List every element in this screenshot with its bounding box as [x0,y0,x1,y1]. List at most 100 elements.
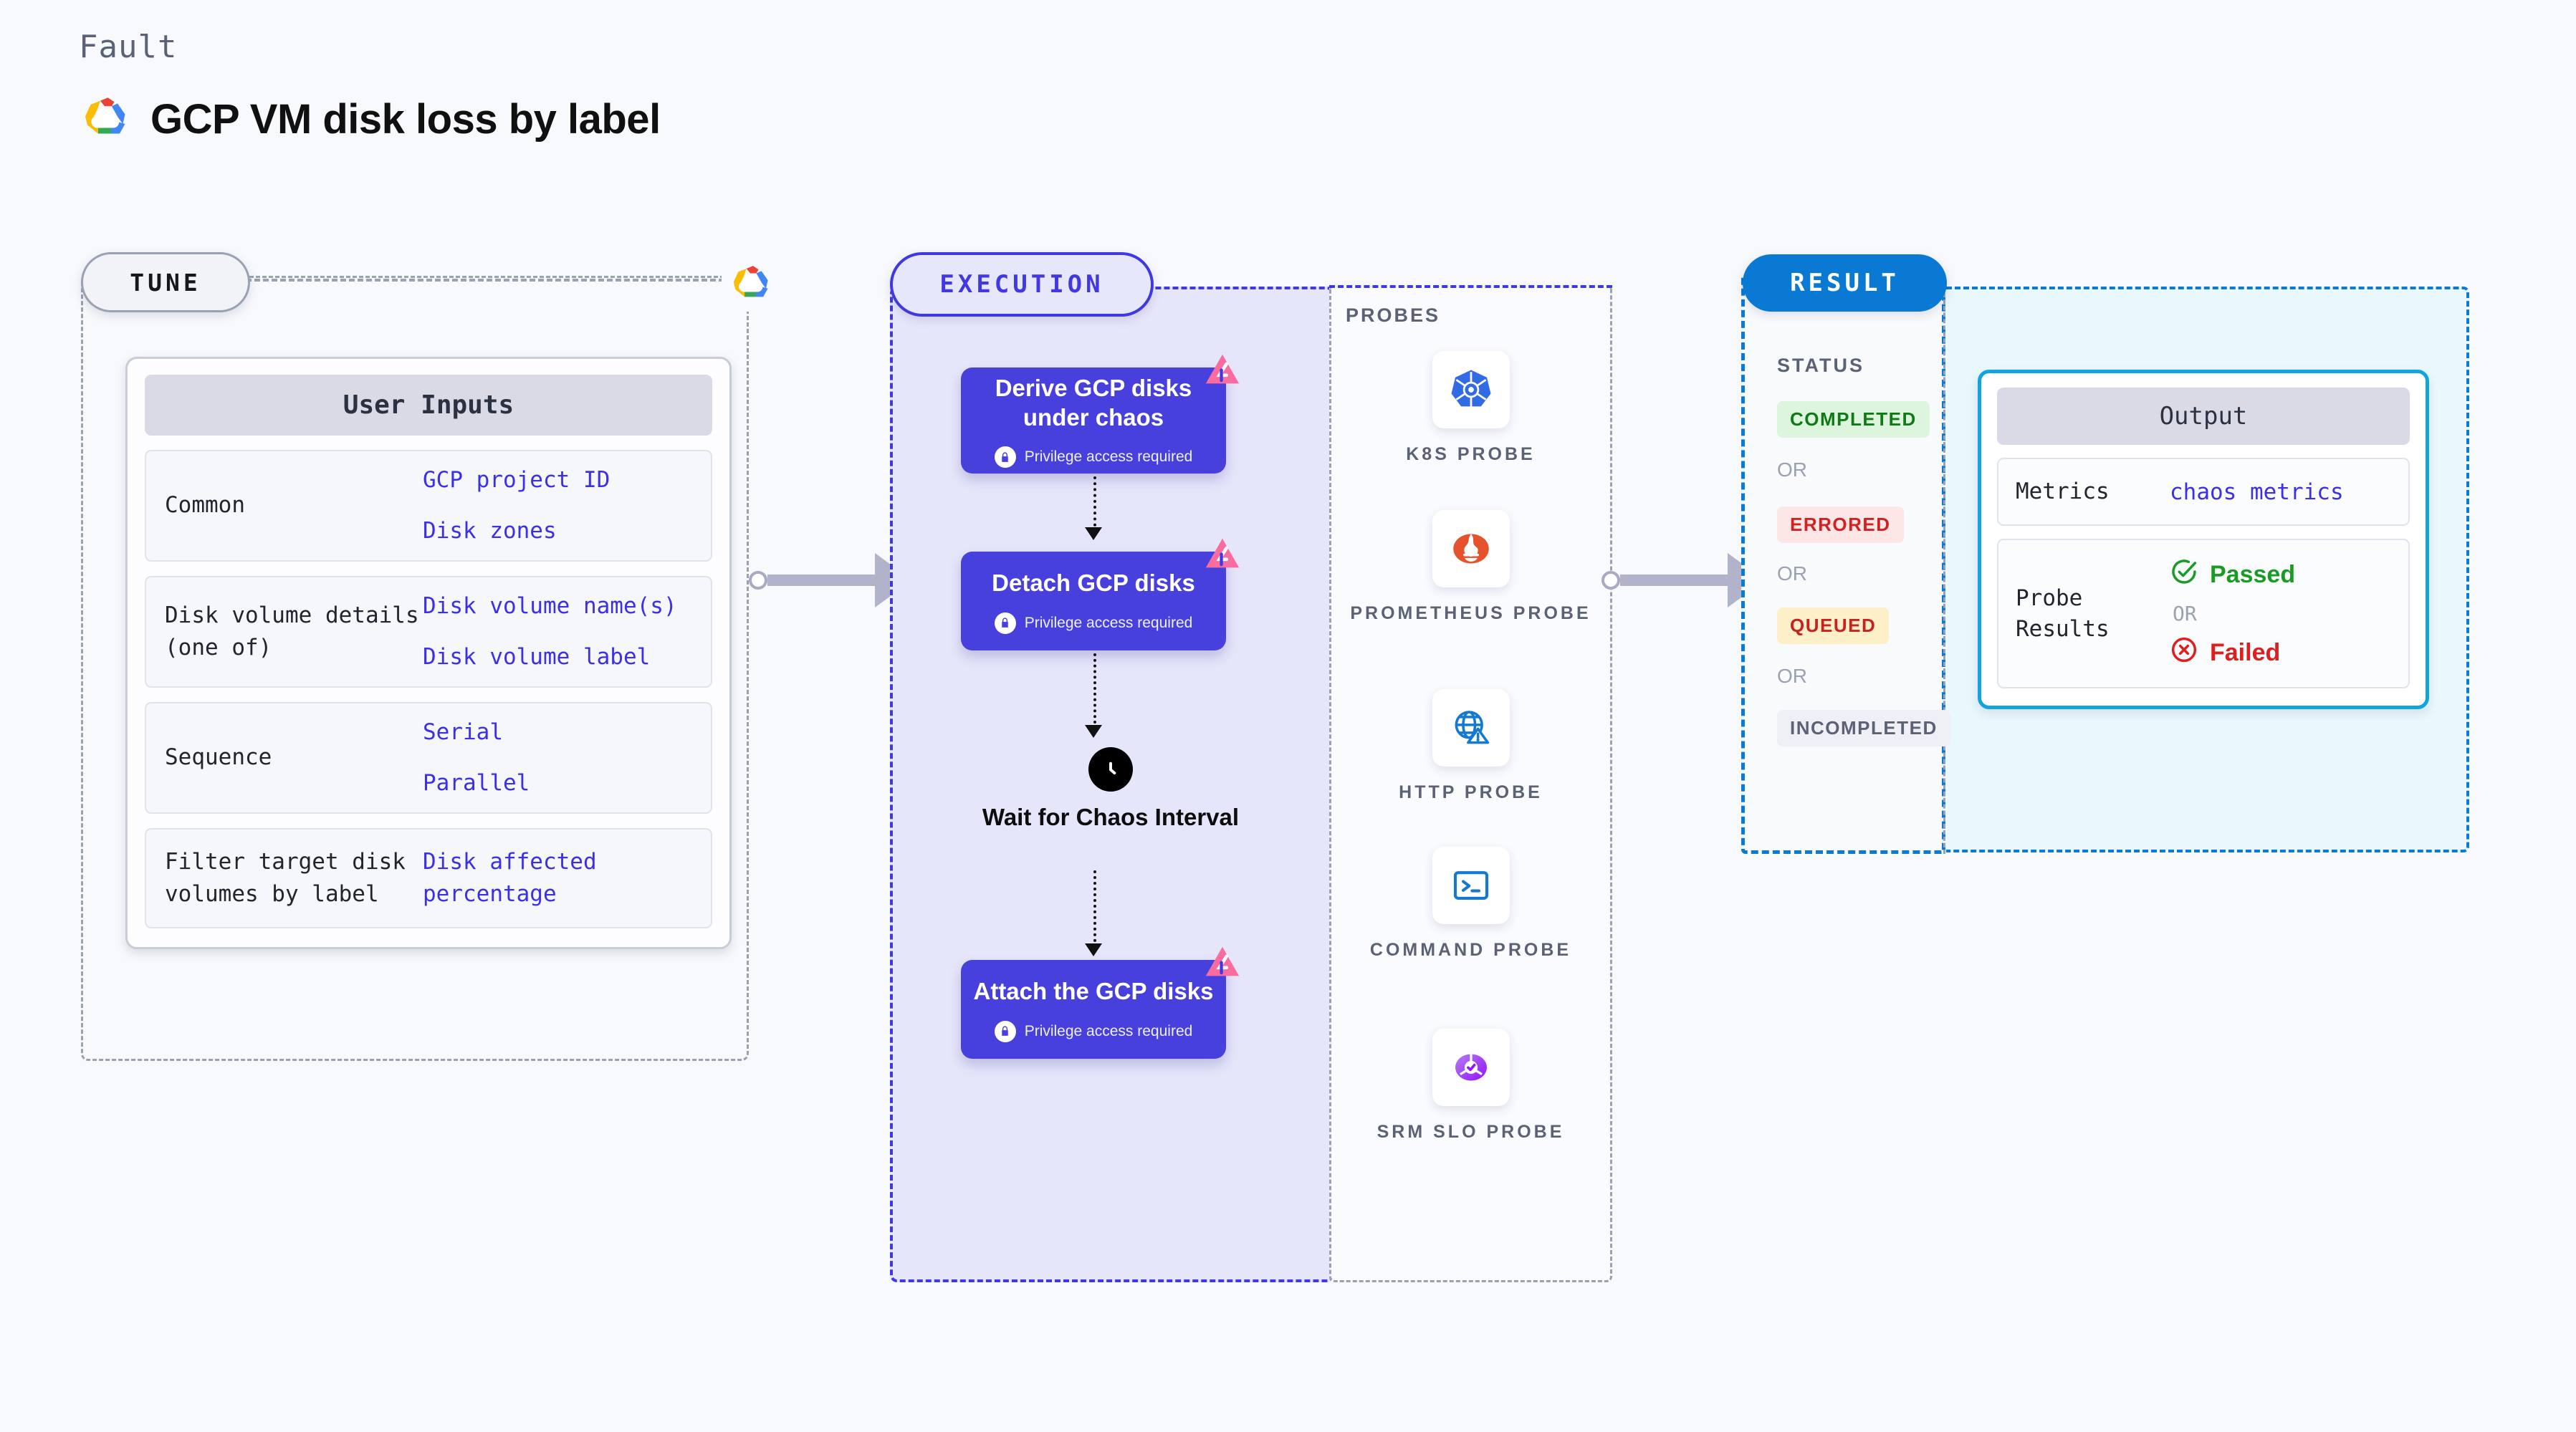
status-badge-completed: COMPLETED [1777,401,1930,438]
connector-bar [1620,575,1728,586]
prometheus-icon [1432,510,1510,587]
user-inputs-card: User Inputs Common GCP project ID Disk z… [125,357,732,949]
output-metrics-value[interactable]: chaos metrics [2170,479,2344,505]
table-row: Common GCP project ID Disk zones [145,450,712,562]
result-pill[interactable]: RESULT [1743,254,1947,312]
privilege-text: Privilege access required [1024,1022,1193,1039]
status-badge-incompleted: INCOMPLETED [1777,710,1950,746]
step-title: Attach the GCP disks [973,978,1214,1005]
kubernetes-icon [1432,351,1510,428]
tune-provider-gcp-logo-icon [722,254,779,312]
input-row-values: Disk affected percentage [423,833,711,923]
failed-label: Failed [2210,638,2281,666]
fault-kicker: Fault [79,29,178,65]
status-or-2: OR [1777,562,1807,585]
input-value[interactable]: Disk volume label [423,643,651,670]
input-row-key: Disk volume details (one of) [165,602,419,660]
probe-label: K8S PROBE [1406,444,1536,464]
privilege-note: Privilege access required [994,1020,1193,1042]
input-row-key: Filter target disk volumes by label [165,848,406,907]
execution-pill[interactable]: EXECUTION [890,252,1154,317]
connector-start-dot [1601,571,1620,590]
probe-label: SRM SLO PROBE [1376,1122,1565,1142]
user-inputs-title: User Inputs [145,375,712,436]
probe-label: COMMAND PROBE [1369,940,1572,960]
privilege-text: Privilege access required [1024,448,1193,466]
check-circle-icon [2170,557,2198,592]
flow-arrow-2 [1093,653,1096,729]
probe-http[interactable]: HTTP PROBE [1329,689,1612,805]
probe-command[interactable]: COMMAND PROBE [1329,847,1612,963]
input-value[interactable]: Disk affected percentage [423,848,597,907]
flow-arrow-3 [1093,870,1096,948]
probe-result-passed: Passed [2170,557,2401,592]
probes-panel-top-dashed-line [1329,285,1612,288]
probes-panel [1329,287,1612,1282]
tune-panel [81,276,749,1061]
input-value[interactable]: Serial [423,719,503,745]
flow-arrow-2-head [1085,725,1102,738]
input-value[interactable]: GCP project ID [423,467,611,493]
probe-label: HTTP PROBE [1399,782,1543,802]
probe-k8s[interactable]: K8S PROBE [1329,351,1612,467]
litmus-logo-icon [1202,350,1243,392]
probe-result-failed: Failed [2170,635,2401,670]
output-metrics-key: Metrics [2016,479,2110,504]
result-status-divider [1741,274,1945,854]
page-title: GCP VM disk loss by label [150,96,661,143]
wait-for-chaos-interval-label: Wait for Chaos Interval [982,804,1240,830]
status-badge-errored: ERRORED [1777,506,1904,543]
flow-arrow-3-head [1085,943,1102,956]
input-value[interactable]: Disk zones [423,517,557,544]
lock-icon [994,612,1016,634]
http-globe-warning-icon [1432,689,1510,767]
flow-arrow-1-head [1085,527,1102,540]
step-title: Detach GCP disks [992,570,1195,597]
privilege-text: Privilege access required [1024,614,1193,631]
privilege-note: Privilege access required [994,446,1193,468]
clock-icon [1088,747,1133,792]
connector-start-dot [749,571,767,590]
result-status-panel [1741,274,1945,854]
step-detach-gcp-disks[interactable]: Detach GCP disks Privilege access requir… [961,538,1240,650]
step-derive-gcp-disks[interactable]: Derive GCP disks under chaos Privilege a… [961,354,1240,474]
input-row-values: Disk volume name(s) Disk volume label [423,577,711,686]
litmus-logo-icon [1202,534,1243,576]
probe-prometheus[interactable]: PROMETHEUS PROBE [1329,510,1612,626]
page-title-row: GCP VM disk loss by label [79,92,661,147]
lock-icon [994,446,1016,468]
tune-pill[interactable]: TUNE [81,252,250,312]
output-row-probe-results: Probe Results Passed OR [1997,539,2410,689]
input-value[interactable]: Parallel [423,769,530,796]
table-row: Sequence Serial Parallel [145,701,712,814]
flow-arrow-1 [1093,476,1096,532]
output-probe-results-key: Probe Results [2016,585,2110,642]
input-row-values: GCP project ID Disk zones [423,451,711,560]
status-badge-queued: QUEUED [1777,607,1890,644]
connector-bar [767,575,875,586]
step-attach-gcp-disks[interactable]: Attach the GCP disks Privilege access re… [961,946,1240,1059]
srm-slo-icon [1432,1029,1510,1106]
passed-label: Passed [2210,560,2296,588]
output-card: Output Metrics chaos metrics Probe Resul… [1978,370,2429,710]
lock-icon [994,1020,1016,1042]
x-circle-icon [2170,635,2198,670]
probe-label: PROMETHEUS PROBE [1350,603,1591,623]
tune-header-dashed-line [246,279,724,282]
step-title: Derive GCP disks under chaos [995,374,1192,431]
probe-result-or: OR [2173,602,2197,626]
status-title: STATUS [1777,355,1864,376]
status-or-1: OR [1777,458,1807,481]
input-value[interactable]: Disk volume name(s) [423,592,677,619]
terminal-icon [1432,847,1510,924]
output-row-metrics: Metrics chaos metrics [1997,458,2410,527]
probe-srm-slo[interactable]: SRM SLO PROBE [1329,1029,1612,1145]
status-or-3: OR [1777,665,1807,687]
table-row: Filter target disk volumes by label Disk… [145,827,712,928]
table-row: Disk volume details (one of) Disk volume… [145,575,712,688]
probes-title: PROBES [1346,304,1441,326]
privilege-note: Privilege access required [994,612,1193,634]
litmus-logo-icon [1202,943,1243,984]
output-title: Output [1997,388,2410,445]
input-row-key: Common [165,492,245,519]
